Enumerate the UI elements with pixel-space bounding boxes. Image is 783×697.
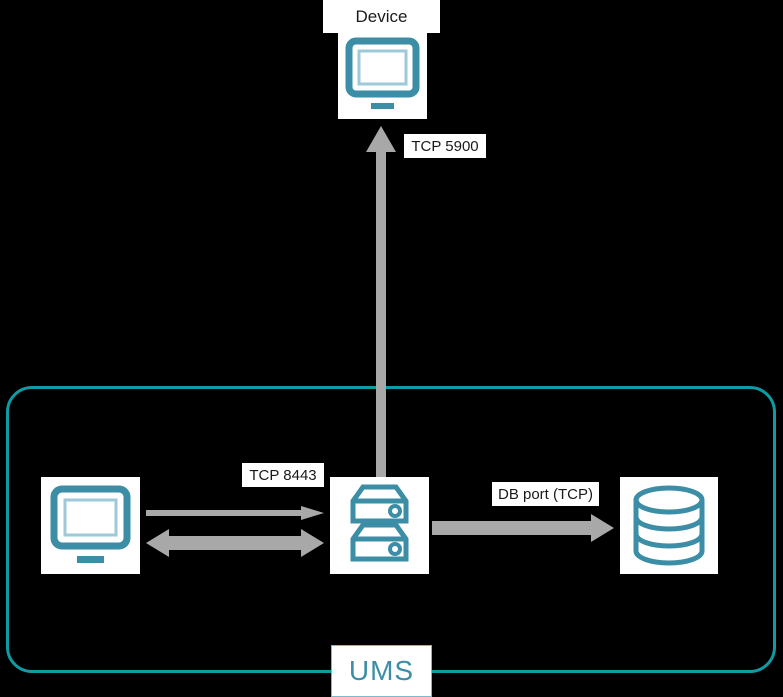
tcp-8443-label: TCP 8443 — [242, 463, 324, 487]
database-icon-plate — [620, 477, 718, 574]
client-connection-arrow-thin — [146, 506, 324, 520]
monitor-icon — [345, 37, 420, 109]
tcp-5900-label: TCP 5900 — [404, 134, 486, 158]
monitor-icon — [50, 485, 131, 563]
device-icon-plate — [338, 32, 427, 119]
database-icon — [633, 485, 705, 566]
client-connection-arrow-double — [146, 529, 324, 557]
server-icon — [350, 484, 409, 562]
device-label: Device — [323, 0, 440, 33]
client-icon-plate — [41, 477, 140, 574]
ums-label-badge: UMS — [331, 645, 432, 697]
server-icon-plate — [330, 477, 429, 574]
db-port-label: DB port (TCP) — [492, 482, 599, 506]
ums-label-text: UMS — [348, 655, 415, 686]
database-connection-arrow — [432, 514, 614, 542]
device-connection-arrow — [366, 126, 396, 478]
